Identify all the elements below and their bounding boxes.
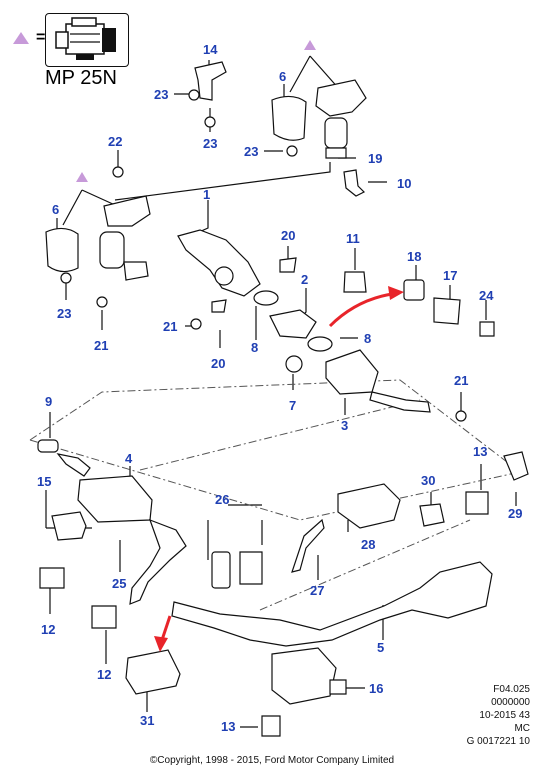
callout-20: 20	[211, 356, 226, 371]
reference-line: 0000000	[491, 697, 530, 708]
callout-4: 4	[125, 451, 133, 466]
callout-28: 28	[361, 537, 376, 552]
engine-icon	[45, 13, 129, 67]
callout-3: 3	[341, 418, 349, 433]
callout-21: 21	[94, 338, 109, 353]
reference-line: 10-2015 43	[479, 710, 530, 721]
callout-9: 9	[45, 394, 53, 409]
callout-23: 23	[203, 136, 218, 151]
callout-17: 17	[443, 268, 458, 283]
callout-10: 10	[397, 176, 412, 191]
callout-20: 20	[281, 228, 296, 243]
callout-8: 8	[364, 331, 372, 346]
callout-21: 21	[163, 319, 178, 334]
callout-23: 23	[57, 306, 72, 321]
callout-7: 7	[289, 398, 297, 413]
callout-30: 30	[421, 473, 436, 488]
drawing-reference: F04.025 0000000 10-2015 43 MC G 0017221 …	[467, 683, 530, 748]
callout-13: 13	[473, 444, 488, 459]
engine-code-label: MP 25N	[45, 67, 117, 89]
callout-22: 22	[108, 134, 123, 149]
callout-6: 6	[279, 69, 287, 84]
callout-18: 18	[407, 249, 422, 264]
callout-12: 12	[97, 667, 112, 682]
engine-variant-marker-icon	[76, 172, 88, 182]
callout-14: 14	[203, 42, 218, 57]
callout-24: 24	[479, 288, 494, 303]
callout-31: 31	[140, 713, 155, 728]
callout-21: 21	[454, 373, 469, 388]
callout-5: 5	[377, 640, 385, 655]
callout-23: 23	[244, 144, 259, 159]
legend-equals: =	[36, 29, 46, 46]
callout-6: 6	[52, 202, 60, 217]
reference-line: MC	[514, 723, 530, 734]
callout-29: 29	[508, 506, 523, 521]
callout-2: 2	[301, 272, 309, 287]
callout-15: 15	[37, 474, 52, 489]
reference-line: G 0017221 10	[466, 736, 530, 747]
engine-variant-marker-icon	[13, 32, 29, 44]
callout-25: 25	[112, 576, 127, 591]
callout-23: 23	[154, 87, 169, 102]
callout-12: 12	[41, 622, 56, 637]
callout-11: 11	[346, 231, 360, 246]
callout-26: 26	[215, 492, 230, 507]
callout-8: 8	[251, 340, 259, 355]
callout-27: 27	[310, 583, 325, 598]
reference-line: F04.025	[493, 684, 530, 695]
copyright-notice: ©Copyright, 1998 - 2015, Ford Motor Comp…	[149, 755, 395, 766]
callout-16: 16	[369, 681, 384, 696]
callout-1: 1	[203, 187, 211, 202]
callout-19: 19	[368, 151, 383, 166]
engine-variant-marker-icon	[304, 40, 316, 50]
callout-13: 13	[221, 719, 236, 734]
